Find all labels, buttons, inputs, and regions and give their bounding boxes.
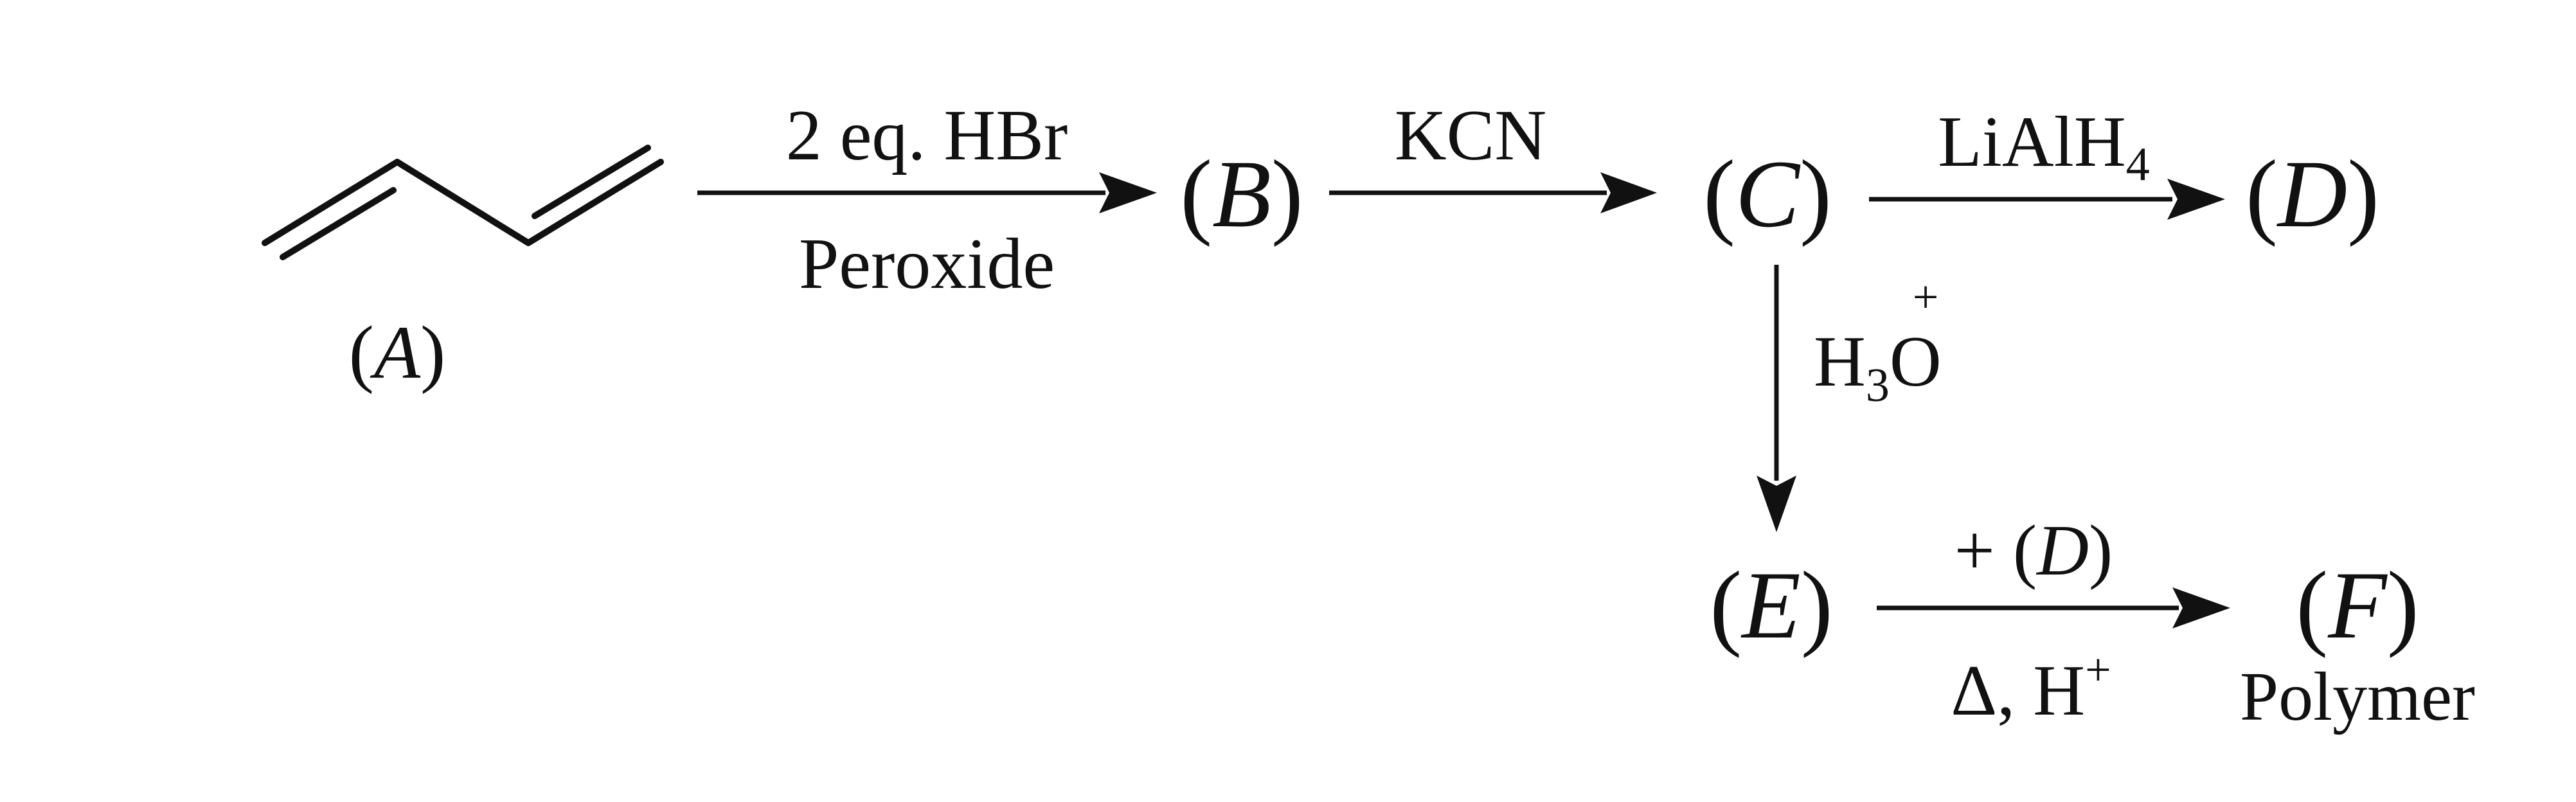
reagent-lialh4-subscript: 4 xyxy=(2126,138,2150,191)
condition-peroxide: Peroxide xyxy=(799,224,1055,304)
arrow-e-to-f xyxy=(1877,587,2230,628)
diene-backbone xyxy=(262,159,664,246)
condition-heat-acid-text: Δ, H xyxy=(1951,651,2085,731)
reagent-hydronium-base: O xyxy=(1890,322,1942,402)
compound-b-label: (B) xyxy=(1180,141,1303,247)
arrow-c-to-e xyxy=(1757,265,1796,532)
compound-f-letter: F xyxy=(2327,552,2388,659)
compound-d-letter: D xyxy=(2276,141,2347,247)
reagent-plus-d-letter: D xyxy=(2035,511,2089,591)
arrow-b-to-c xyxy=(1329,172,1657,213)
compound-d-label: (D) xyxy=(2246,141,2379,247)
reagent-lialh4: LiAlH4 xyxy=(1938,102,2149,191)
double-bond-left xyxy=(280,187,397,260)
compound-a-label: (A) xyxy=(349,310,446,395)
compound-a-letter: A xyxy=(370,310,421,395)
reagent-hydronium-superscript: + xyxy=(1913,271,1939,323)
reagent-lialh4-base: LiAlH xyxy=(1938,102,2125,182)
condition-heat-acid-superscript: + xyxy=(2085,644,2111,695)
condition-heat-acid: Δ, H+ xyxy=(1951,644,2111,731)
reagent-kcn: KCN xyxy=(1395,96,1546,175)
compound-c-letter: C xyxy=(1735,141,1801,247)
double-bond-right xyxy=(532,145,651,219)
compound-b-letter: B xyxy=(1212,141,1271,247)
reagent-plus-d-suffix: ) xyxy=(2089,511,2113,591)
reagent-plus-d-prefix: + ( xyxy=(1954,511,2037,591)
compound-c-label: (C) xyxy=(1703,141,1832,247)
reagent-plus-d: + (D) xyxy=(1954,511,2113,591)
compound-e-letter: E xyxy=(1740,552,1801,659)
compound-e-label: (E) xyxy=(1710,552,1833,659)
reagent-hydronium: H3O xyxy=(1814,322,1942,412)
arrow-c-to-d xyxy=(1869,179,2225,220)
reagent-hydronium-subscript: 3 xyxy=(1866,359,1890,412)
reagent-hbr: 2 eq. HBr xyxy=(786,96,1068,175)
compound-a-structure xyxy=(262,145,664,260)
arrow-a-to-b xyxy=(697,172,1157,213)
compound-f-caption: Polymer xyxy=(2240,659,2475,735)
reagent-hydronium-prefix: H xyxy=(1814,322,1866,402)
compound-f-label: (F) xyxy=(2296,552,2419,659)
